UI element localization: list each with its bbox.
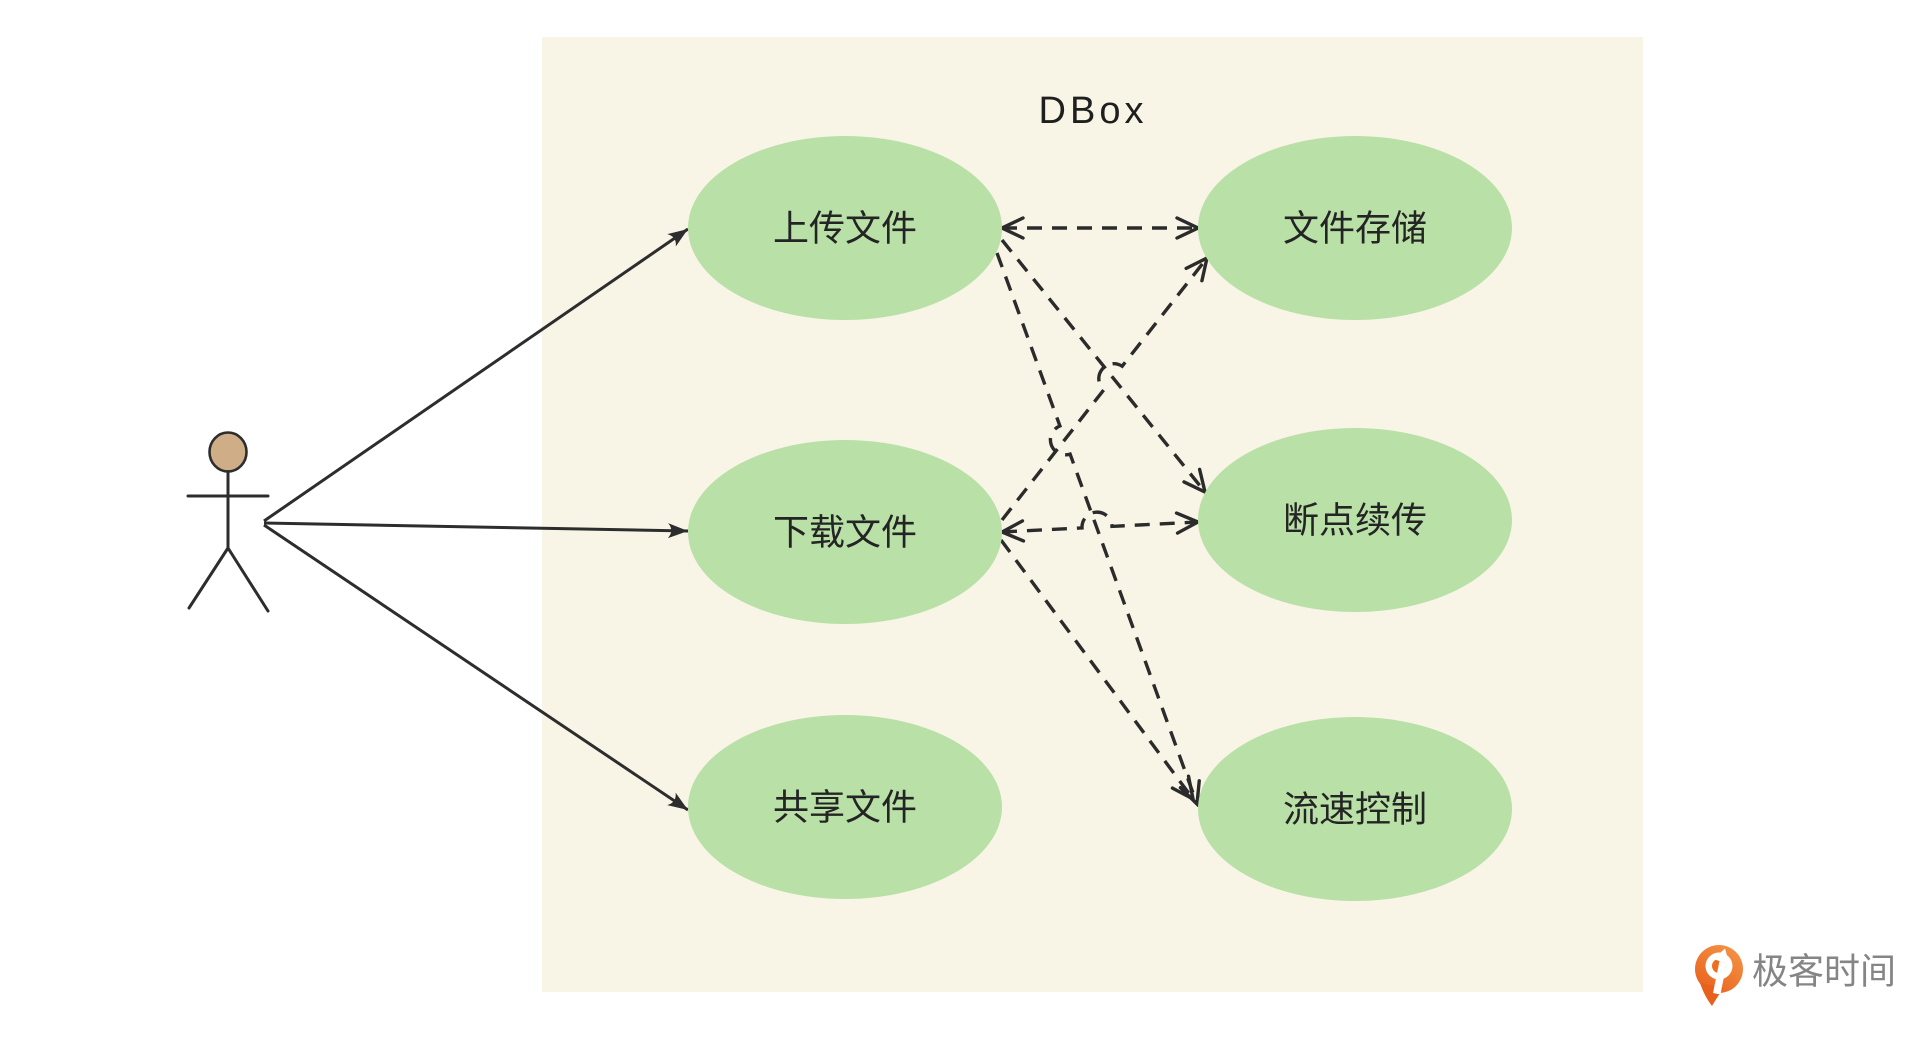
usecase-resume: 断点续传 xyxy=(1198,428,1512,612)
usecase-rate: 流速控制 xyxy=(1198,717,1512,901)
usecase-share: 共享文件 xyxy=(688,715,1002,899)
usecase-storage: 文件存储 xyxy=(1198,136,1512,320)
usecase-resume-label: 断点续传 xyxy=(1283,500,1427,541)
actor-leg-left xyxy=(187,546,230,610)
dependency-upload-rate xyxy=(995,252,1197,804)
actor-head xyxy=(208,431,248,473)
dependency-download-rate xyxy=(999,538,1193,799)
usecase-storage-label: 文件存储 xyxy=(1283,208,1427,249)
usecase-rate-ellipse xyxy=(1198,717,1512,901)
geektime-logo-text: 极客时间 xyxy=(1752,951,1896,992)
association-actor-share xyxy=(263,523,689,812)
geektime-logo-icon xyxy=(1695,945,1743,1006)
actor-leg-right xyxy=(226,546,270,613)
usecase-resume-ellipse xyxy=(1198,428,1512,612)
usecase-nodes: 上传文件 文件存储 下载文件 断点续传 共享文件 流速控制 xyxy=(688,136,1512,901)
usecase-upload-ellipse xyxy=(688,136,1002,320)
dependency-download-storage xyxy=(1000,258,1207,522)
usecase-share-ellipse xyxy=(688,715,1002,899)
association-actor-upload xyxy=(263,227,689,523)
usecase-download-label: 下载文件 xyxy=(773,512,917,553)
usecase-share-label: 共享文件 xyxy=(773,787,917,828)
association-actor-download xyxy=(263,521,689,539)
usecase-upload-label: 上传文件 xyxy=(773,208,917,249)
usecase-download-ellipse xyxy=(688,440,1002,624)
dependency-download-resume xyxy=(1002,510,1198,532)
usecase-download: 下载文件 xyxy=(688,440,1002,624)
usecase-storage-ellipse xyxy=(1198,136,1512,320)
system-boundary-title: DBox xyxy=(1039,90,1148,132)
usecase-rate-label: 流速控制 xyxy=(1283,789,1427,830)
actor-figure xyxy=(186,431,270,613)
geektime-logo: 极客时间 xyxy=(1695,945,1896,1006)
dependency-upload-resume xyxy=(1000,238,1205,492)
usecase-upload: 上传文件 xyxy=(688,136,1002,320)
